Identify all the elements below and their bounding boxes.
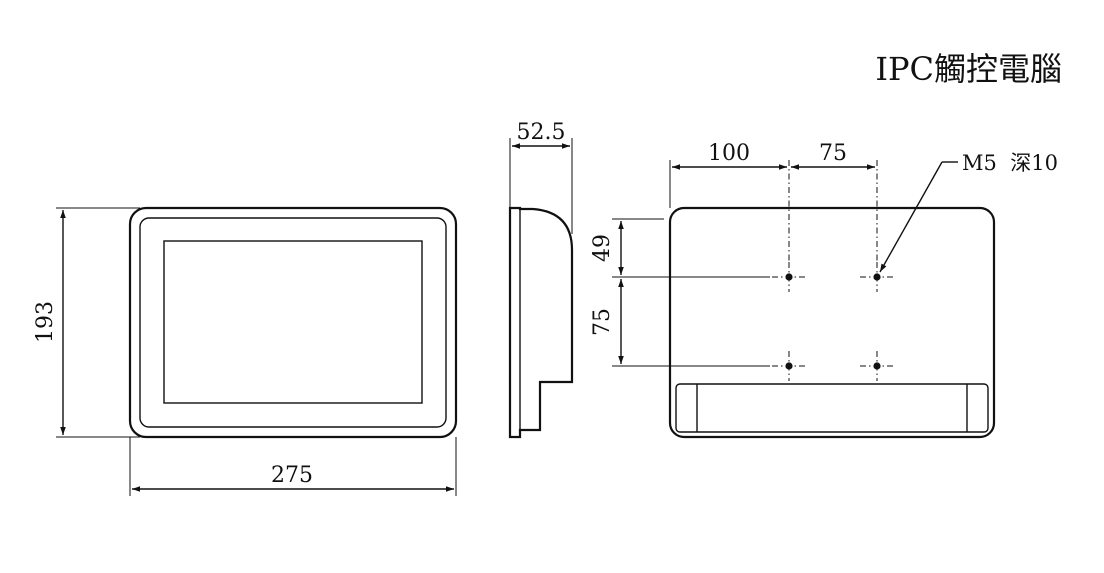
back-view: 100 75 49 75 (590, 141, 1058, 439)
back-hole-spacing-y-label: 75 (590, 308, 615, 336)
side-depth-label: 52.5 (517, 120, 566, 145)
front-height-label: 193 (33, 301, 58, 343)
back-hole-spacing-x-label: 75 (819, 141, 847, 166)
mounting-hole (772, 262, 806, 292)
back-hole-offset-x-label: 100 (708, 141, 750, 166)
front-inner-bezel (139, 217, 447, 428)
front-width-label: 275 (271, 463, 313, 488)
drawing-title: IPC觸控電腦 (875, 50, 1062, 88)
hole-note-label: M5 深10 (962, 151, 1058, 175)
mounting-hole (860, 262, 894, 292)
back-bottom-recess (675, 383, 989, 433)
hole-note-leader (879, 161, 943, 273)
side-profile (508, 206, 574, 439)
front-view: 193 275 (33, 206, 458, 496)
front-screen (163, 240, 423, 404)
back-hole-offset-y-label: 49 (590, 234, 615, 262)
front-outer-frame (128, 206, 458, 439)
back-outer-frame (668, 206, 996, 439)
mounting-hole (772, 351, 806, 381)
mounting-hole (860, 351, 894, 381)
side-view: 52.5 (508, 120, 574, 439)
